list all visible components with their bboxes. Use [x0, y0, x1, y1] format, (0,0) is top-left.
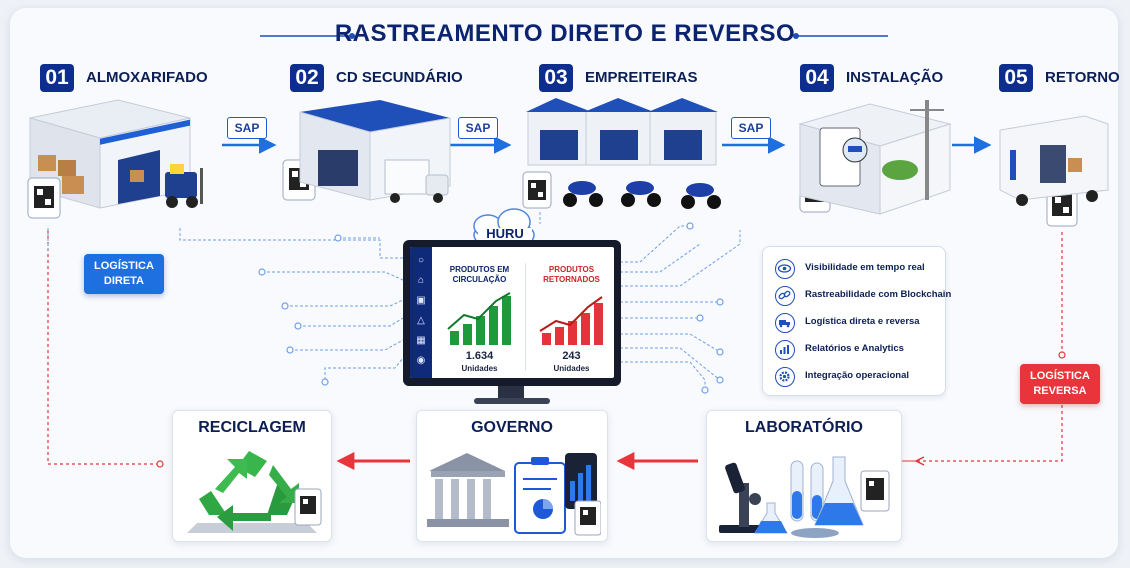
flask-icon[interactable]: △ [417, 315, 425, 326]
card-reciclagem-title: RECICLAGEM [198, 419, 306, 436]
green-bar-2 [463, 324, 472, 345]
stage-02-number: 02 [290, 64, 324, 92]
dashboard-sidebar: ○ ⌂ ▣ △ ▦ ◉ [410, 247, 432, 378]
reverse-line-bottom [918, 405, 1063, 462]
building-icon[interactable]: ▦ [416, 335, 426, 346]
red-bar-1 [542, 333, 551, 345]
stage-05-label: RETORNO [1045, 69, 1120, 86]
gear-icon [775, 367, 795, 387]
recycle-icon [187, 451, 322, 533]
sap-badge-2: SAP [458, 117, 498, 139]
feature-text-integracao: Integração operacional [805, 370, 910, 381]
logistica-direta-tag: LOGÍSTICA DIRETA [84, 254, 164, 294]
dashboard-screen: ○ ⌂ ▣ △ ▦ ◉ PRODUTOS EM CIRCULAÇÃO [410, 247, 614, 378]
truck-icon [775, 313, 795, 333]
qr-tag-01 [27, 177, 61, 219]
red-bar-2 [555, 327, 564, 345]
direct-line-left [47, 230, 158, 465]
feature-item-visibilidade: Visibilidade em tempo real [775, 259, 941, 281]
cloud-label: HURU [486, 226, 524, 241]
dashboard-monitor: ○ ⌂ ▣ △ ▦ ◉ PRODUTOS EM CIRCULAÇÃO [403, 240, 621, 386]
laboratory-icon [719, 456, 890, 538]
logistica-direta-line1: LOGÍSTICA [94, 260, 154, 272]
monitor-base [474, 398, 550, 404]
panel-retornados-header: PRODUTOS RETORNADOS [526, 265, 614, 285]
feature-text-relatorios: Relatórios e Analytics [805, 343, 904, 354]
sap-badge-3: SAP [731, 117, 771, 139]
panel-retornados-chart [539, 296, 603, 345]
card-laboratorio-title: LABORATÓRIO [745, 419, 863, 436]
home-icon[interactable]: ⌂ [417, 275, 425, 286]
panel-circulacao-chart [447, 292, 511, 345]
menu-icon[interactable]: ○ [417, 255, 425, 266]
panel-circulacao-head2: CIRCULAÇÃO [452, 275, 507, 284]
feature-list: Visibilidade em tempo real Rastreabilida… [762, 246, 951, 396]
red-trend-line [539, 296, 603, 332]
bar-chart-icon [775, 340, 795, 360]
card-laboratorio: LABORATÓRIO [706, 410, 902, 542]
return-truck-illustration [999, 115, 1109, 206]
red-bar-4 [581, 313, 590, 345]
qr-tag-03 [522, 171, 552, 209]
eye-icon [775, 259, 795, 279]
panel-retornados: PRODUTOS RETORNADOS 243 Unidades [526, 247, 614, 378]
stage-03-number: 03 [539, 64, 573, 92]
stage-02-label: CD SECUNDÁRIO [336, 69, 463, 86]
logistica-direta-line2: DIRETA [103, 275, 145, 287]
panel-divider [525, 263, 526, 371]
logistica-reversa-tag: LOGÍSTICA REVERSA [1020, 364, 1100, 404]
panel-circulacao-value: 1.634 [465, 350, 494, 362]
panel-retornados-head2: RETORNADOS [543, 275, 600, 284]
green-bar-4 [489, 306, 498, 345]
panel-retornados-value: 243 [562, 350, 581, 362]
panel-retornados-unit: Unidades [553, 364, 590, 373]
feature-item-logistica: Logística direta e reversa [775, 313, 941, 335]
card-governo-title: GOVERNO [471, 419, 553, 436]
feature-text-rastreabilidade: Rastreabilidade com Blockchain [805, 289, 952, 300]
feature-item-relatorios: Relatórios e Analytics [775, 340, 941, 362]
bike-icon[interactable]: ◉ [416, 355, 426, 366]
truck-icon[interactable]: ▣ [416, 295, 426, 306]
logistica-reversa-line2: REVERSA [1033, 385, 1087, 397]
contractors-illustration [526, 98, 721, 209]
green-bar-3 [476, 316, 485, 345]
green-bar-5 [502, 296, 511, 345]
installation-illustration [798, 100, 952, 215]
feature-item-rastreabilidade: Rastreabilidade com Blockchain [775, 286, 951, 308]
stage-04-label: INSTALAÇÃO [846, 69, 944, 86]
panel-circulacao-header: PRODUTOS EM CIRCULAÇÃO [434, 265, 525, 285]
page-title: RASTREAMENTO DIRETO E REVERSO [334, 20, 796, 47]
card-governo: GOVERNO [416, 410, 608, 542]
green-bar-1 [450, 331, 459, 345]
panel-retornados-head1: PRODUTOS [548, 265, 595, 274]
card-reciclagem: RECICLAGEM [172, 410, 332, 542]
panel-circulacao-head1: PRODUTOS EM [449, 265, 510, 274]
red-bar-5 [594, 303, 603, 345]
stage-01-label: ALMOXARIFADO [86, 69, 208, 86]
red-bar-3 [568, 321, 577, 345]
feature-item-integracao: Integração operacional [775, 367, 941, 389]
link-icon [775, 286, 795, 306]
stage-01-number: 01 [40, 64, 74, 92]
monitor-neck [498, 386, 524, 400]
distribution-center-illustration [299, 100, 451, 203]
feature-text-visibilidade: Visibilidade em tempo real [805, 262, 925, 273]
panel-circulacao-unit: Unidades [461, 364, 498, 373]
panel-circulacao: PRODUTOS EM CIRCULAÇÃO 1.634 Unidades [434, 247, 525, 378]
feature-text-logistica: Logística direta e reversa [805, 316, 920, 327]
government-icon [427, 453, 601, 536]
logistica-reversa-line1: LOGÍSTICA [1030, 370, 1090, 382]
green-trend-line [447, 292, 511, 330]
stage-05-number: 05 [999, 64, 1033, 92]
stage-03-label: EMPREITEIRAS [585, 69, 698, 86]
stage-04-number: 04 [800, 64, 834, 92]
sap-badge-1: SAP [227, 117, 267, 139]
